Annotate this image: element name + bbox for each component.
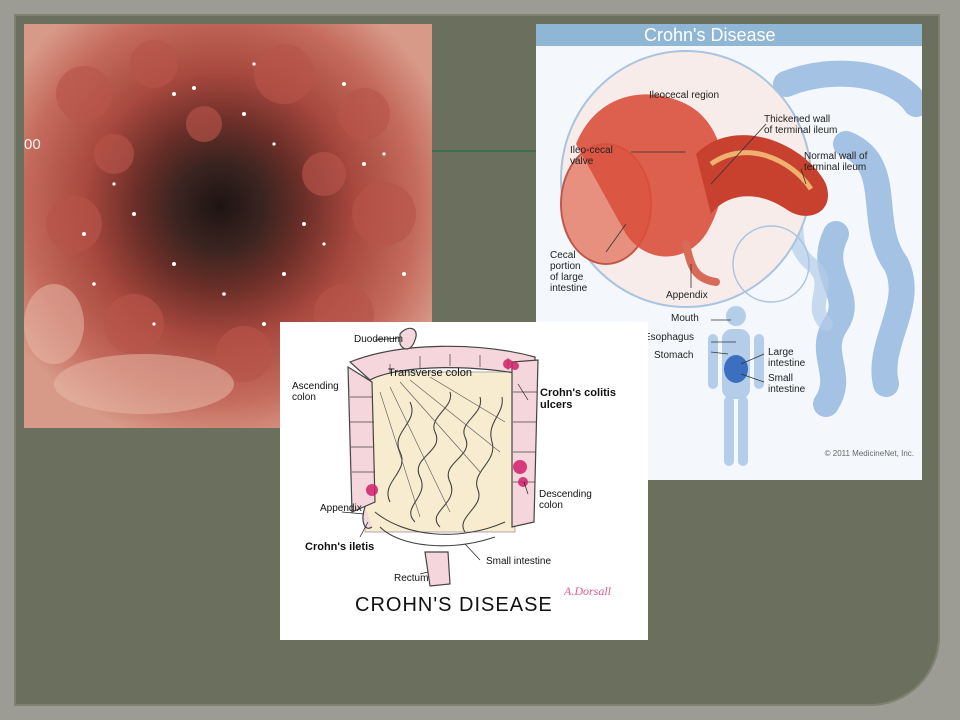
- copyright-text: © 2011 MedicineNet, Inc.: [824, 449, 914, 458]
- label-small-intestine: Small intestine: [486, 556, 552, 567]
- label-crohns-colitis: Crohn's colitis ulcers: [540, 387, 616, 411]
- anatomy-drawing: [560, 50, 922, 466]
- label-ascending-colon: Ascending colon: [292, 381, 339, 403]
- endoscopy-photo: 00: [24, 24, 432, 428]
- accent-line: [430, 150, 540, 152]
- label-esophagus: Esophagus: [644, 332, 695, 343]
- label-large-intestine: Large intestine: [768, 347, 806, 369]
- label-mouth: Mouth: [671, 313, 699, 324]
- label-rectum: Rectum: [394, 573, 429, 584]
- artist-signature: A.Dorsall: [564, 584, 612, 598]
- photo-label: 00: [24, 136, 41, 153]
- label-normal-wall: Normal wall of terminal ileum: [804, 151, 868, 173]
- label-descending-colon: Descending colon: [539, 489, 592, 511]
- label-appendix: Appendix: [320, 503, 362, 514]
- label-appendix: Appendix: [666, 290, 708, 301]
- label-ileocecal-region: Ileocecal region: [649, 90, 720, 101]
- label-cecal-portion: Cecal portion of large intestine: [550, 250, 588, 294]
- medicinenet-illustration: Crohn's Disease Ileocecal region Ileo-ce…: [536, 24, 922, 480]
- label-small-intestine: Small intestine: [768, 373, 806, 395]
- crohns-line-diagram: Duodenum Transverse colon Ascending colo…: [280, 322, 648, 640]
- label-crohns-iletis: Crohn's iletis: [305, 541, 375, 553]
- label-transverse-colon: Transverse colon: [388, 367, 472, 379]
- label-thickened-wall: Thickened wall of terminal ileum: [764, 114, 838, 136]
- medicinenet-title: Crohn's Disease: [536, 24, 922, 46]
- label-stomach: Stomach: [654, 350, 694, 361]
- label-ileocecal-valve: Ileo-cecal valve: [570, 145, 613, 167]
- diagram-title: CROHN'S DISEASE: [355, 594, 553, 616]
- label-duodenum: Duodenum: [354, 334, 403, 345]
- colon-drawing: [341, 327, 539, 587]
